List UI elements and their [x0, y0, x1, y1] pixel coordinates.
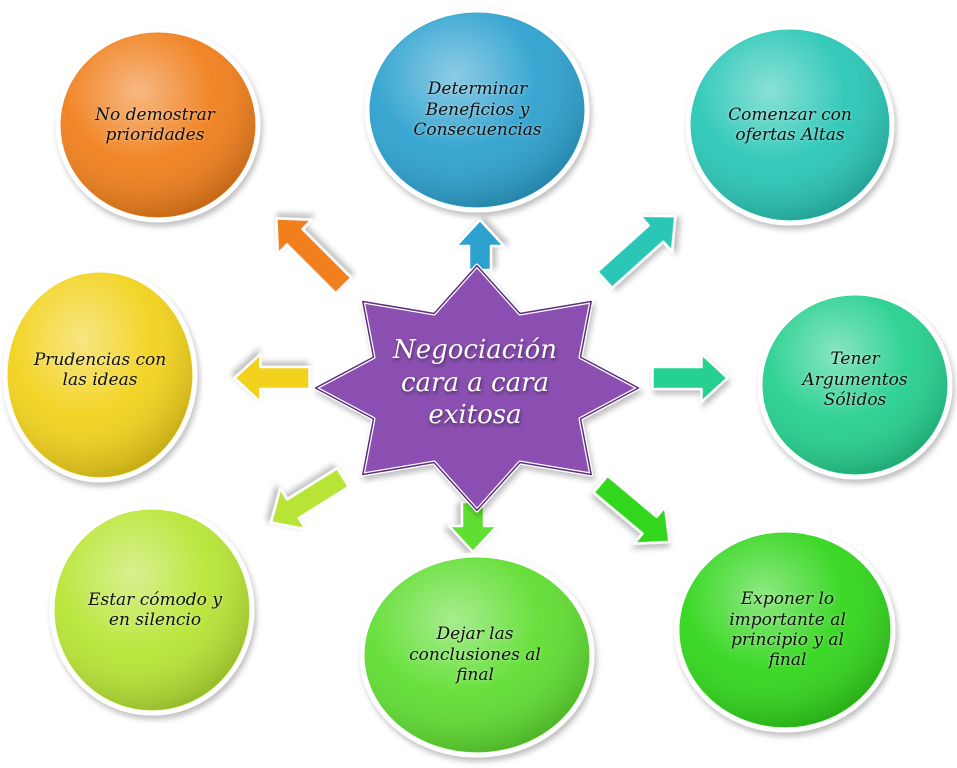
circle-shine-prudencias: [8, 273, 192, 477]
arrows-layer: [233, 214, 729, 554]
arrow-comenzar: [596, 214, 677, 290]
circle-comenzar: [685, 24, 895, 226]
node-no-demostrar: No demostrar prioridades: [95, 104, 215, 145]
circle-tener: [757, 290, 953, 480]
arrow-exponer: [592, 474, 671, 545]
node-prudencias: Prudencias con las ideas: [33, 349, 167, 390]
node-comenzar: Comenzar con ofertas Altas: [728, 104, 852, 145]
circle-prudencias: [2, 267, 198, 483]
circle-shine-tener: [763, 296, 947, 474]
circle-shine-dejar: [365, 558, 589, 752]
circle-shine-no-demostrar: [61, 33, 255, 217]
circle-shine-exponer: [680, 533, 890, 727]
circle-shine-determinar: [370, 13, 584, 207]
node-estar: Estar cómodo y en silencio: [88, 589, 222, 630]
arrow-estar: [269, 466, 351, 531]
arrow-determinar: [454, 218, 506, 272]
circle-shine-estar: [55, 510, 249, 710]
circle-determinar: [364, 7, 590, 213]
arrow-tener: [651, 352, 729, 404]
circle-shine-comenzar: [691, 30, 889, 220]
node-determinar: Determinar Beneficios y Consecuencias: [413, 79, 542, 141]
circle-estar: [49, 504, 255, 716]
node-exponer: Exponer lo importante al principio y al …: [729, 589, 846, 671]
arrow-no-demostrar: [275, 217, 353, 295]
center-title: Negociación cara a cara exitosa: [392, 335, 558, 431]
circle-no-demostrar: [55, 27, 261, 223]
center-star-border: [314, 264, 640, 512]
circle-dejar: [359, 552, 595, 758]
center-star: [313, 263, 641, 513]
circle-exponer: [674, 527, 896, 733]
node-tener: Tener Argumentos Sólidos: [802, 349, 908, 411]
node-dejar: Dejar las conclusiones al final: [409, 624, 541, 686]
arrow-prudencias: [233, 352, 311, 404]
arrow-dejar: [447, 500, 499, 554]
circles-layer: [2, 7, 953, 758]
